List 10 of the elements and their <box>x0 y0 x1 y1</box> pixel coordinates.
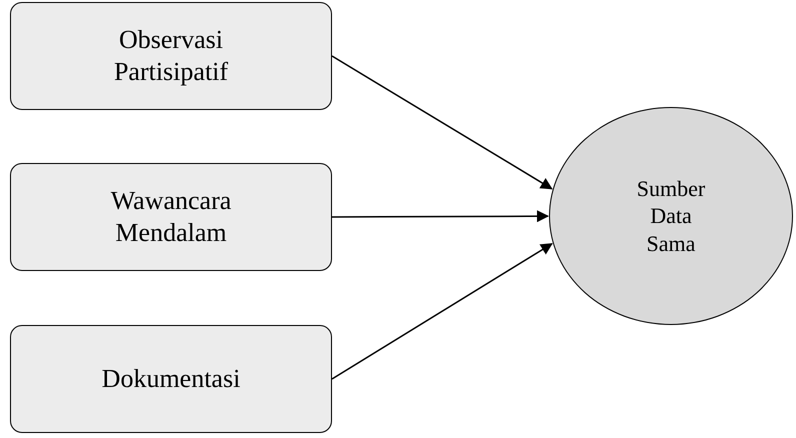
rounded-box <box>10 163 332 271</box>
rounded-box <box>10 325 332 433</box>
node-label: Sumber Data Sama <box>636 174 706 258</box>
node-label: Wawancara Mendalam <box>110 184 232 249</box>
node-label: Dokumentasi <box>100 362 242 395</box>
arrow <box>332 55 553 190</box>
node-label: Observasi Partisipatif <box>112 24 230 88</box>
arrow <box>332 243 553 380</box>
arrow <box>332 210 549 222</box>
rounded-box <box>10 2 332 110</box>
